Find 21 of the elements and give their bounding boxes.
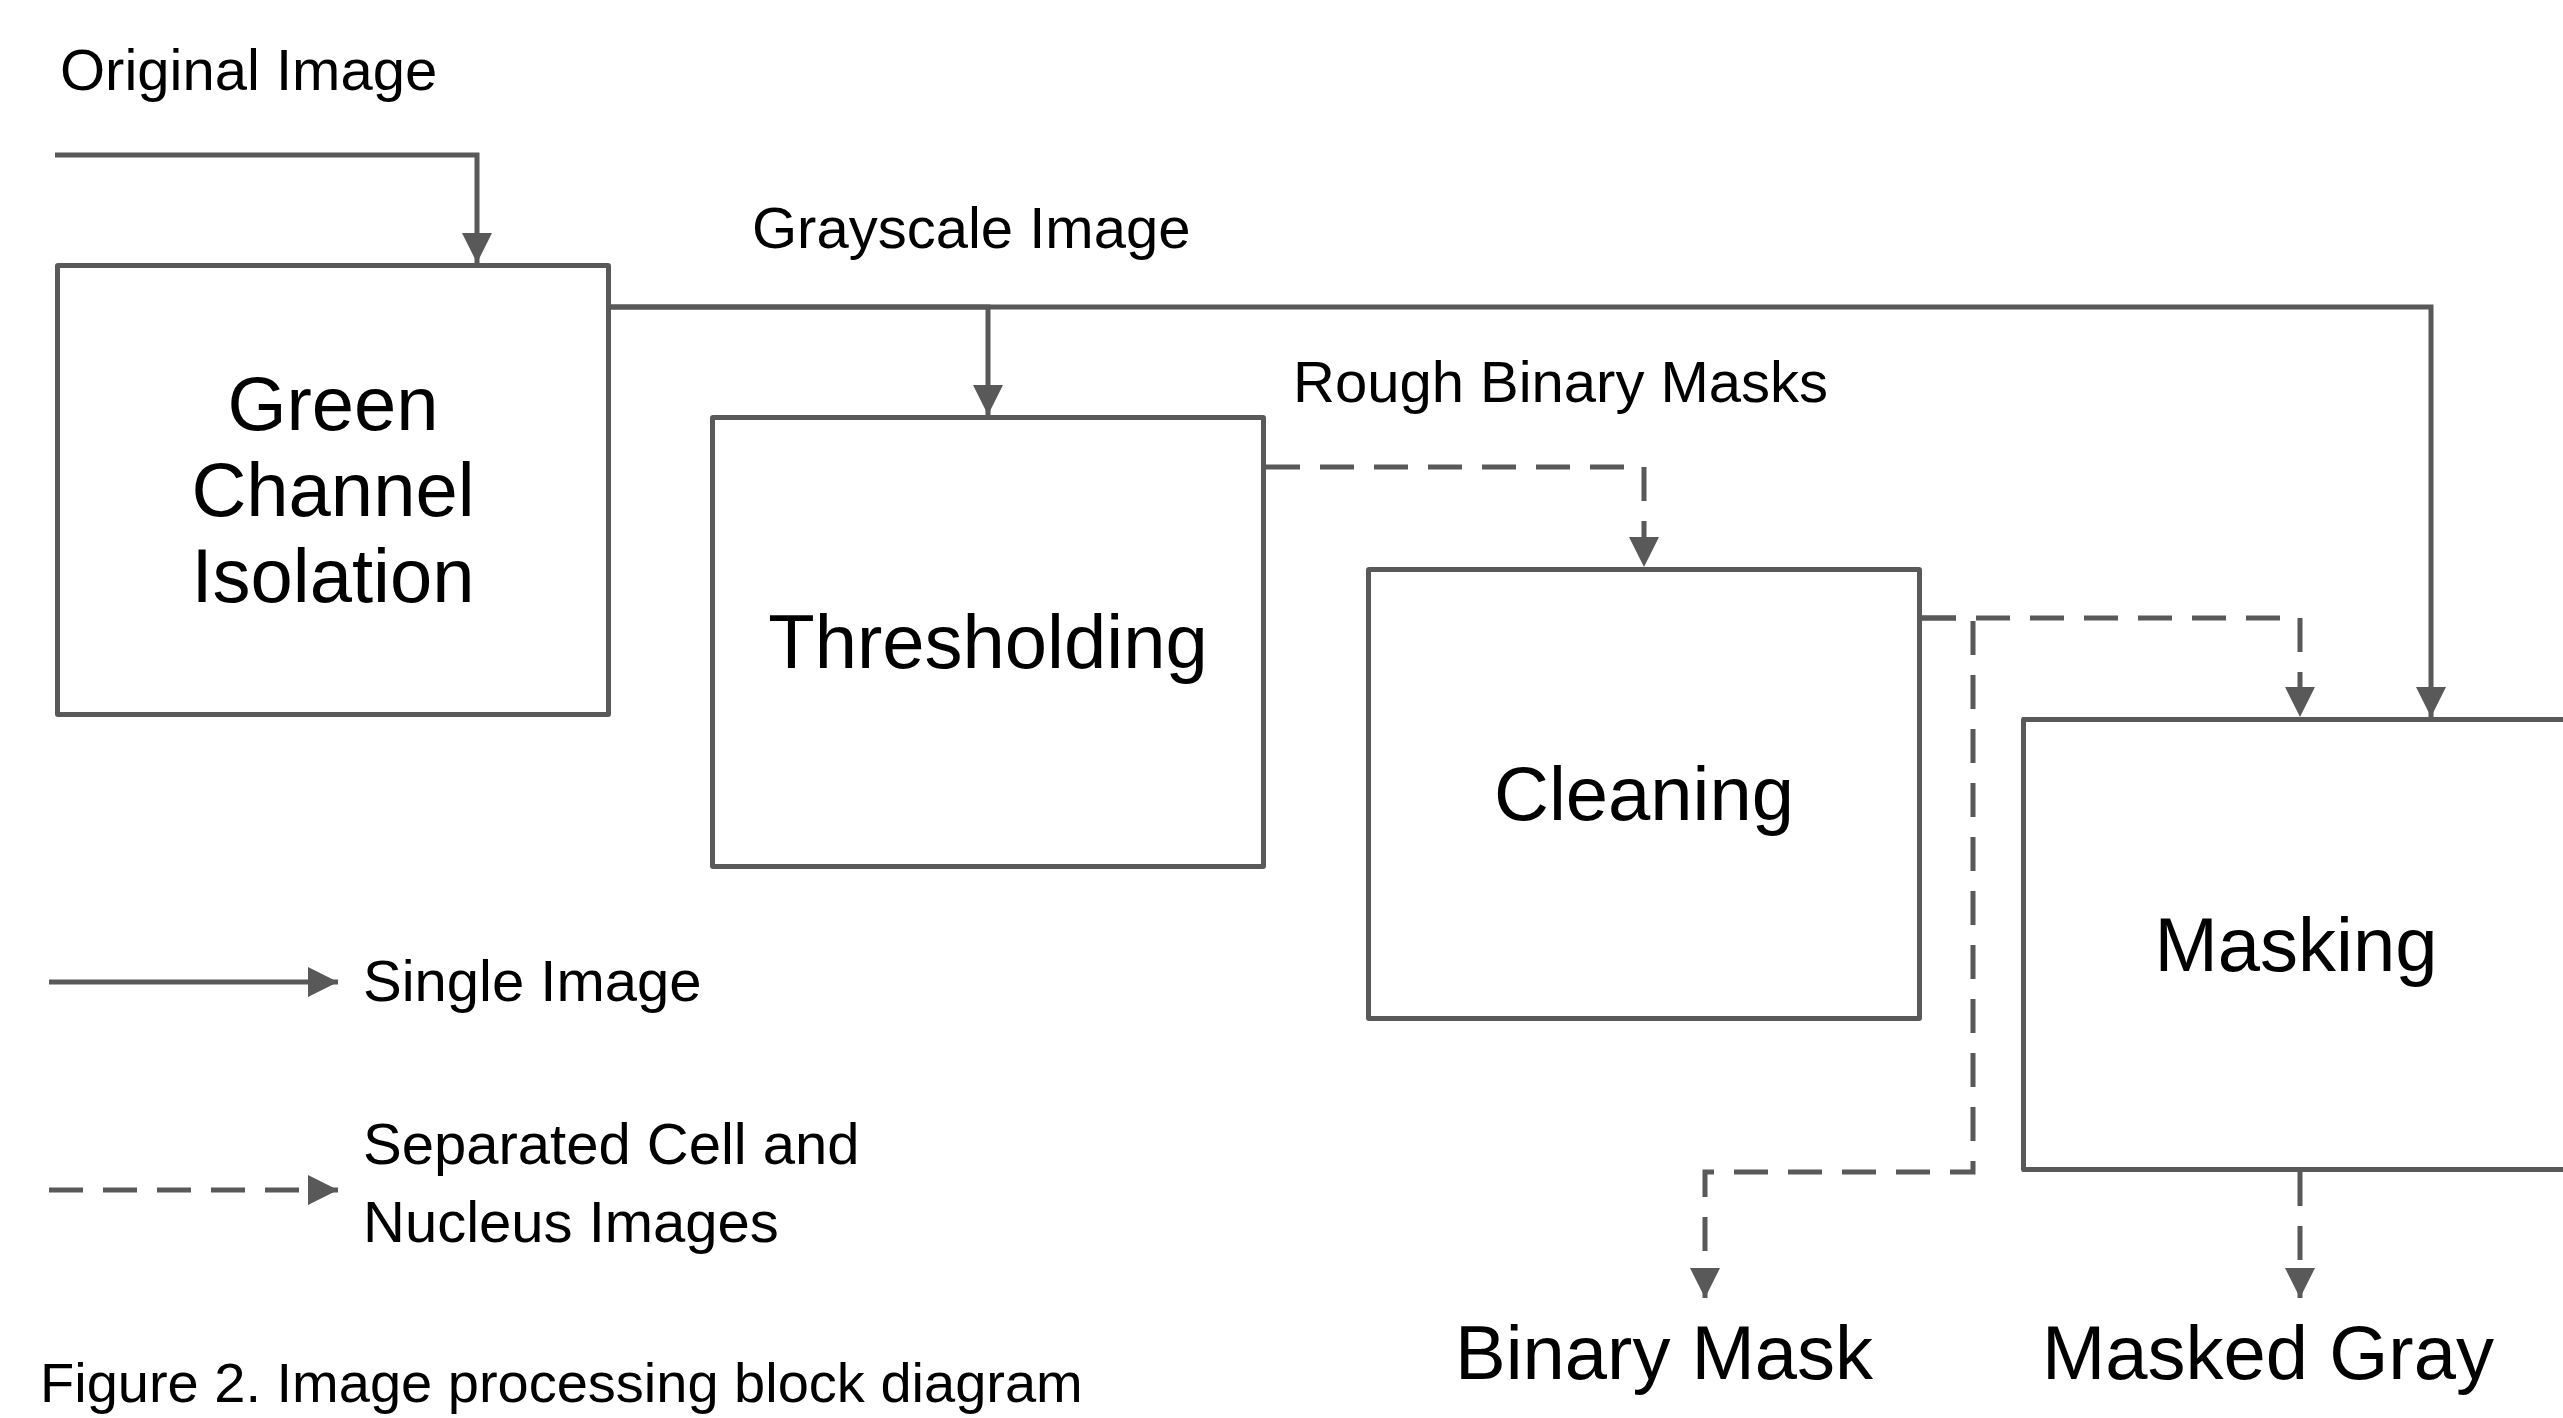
arrow [611, 304, 2446, 717]
process-label: Masking [2154, 901, 2438, 988]
edge-label: Original Image [60, 38, 438, 102]
arrow [1266, 464, 1659, 567]
arrow [55, 152, 492, 263]
edge-label: Grayscale Image [752, 196, 1191, 260]
process-box [55, 263, 611, 717]
output-label: Masked Gray [2042, 1298, 2562, 1408]
edge-label: Rough Binary Masks [1293, 350, 1829, 414]
process-label: Green Channel Isolation [190, 361, 476, 619]
arrow [2285, 1172, 2315, 1298]
legend-label: Separated Cell and Nucleus Images [363, 1110, 861, 1257]
figure-caption: Figure 2. Image processing block diagram [40, 1350, 1083, 1415]
process-label: Thresholding [768, 599, 1208, 685]
output-label: Binary Mask [1455, 1298, 1955, 1408]
legend-label: Single Image [363, 947, 703, 1015]
process-box [1366, 567, 1922, 1021]
process-box [710, 415, 1266, 869]
arrow [1690, 615, 1976, 1298]
process-label: Cleaning [1494, 751, 1794, 837]
process-box [2021, 717, 2563, 1172]
